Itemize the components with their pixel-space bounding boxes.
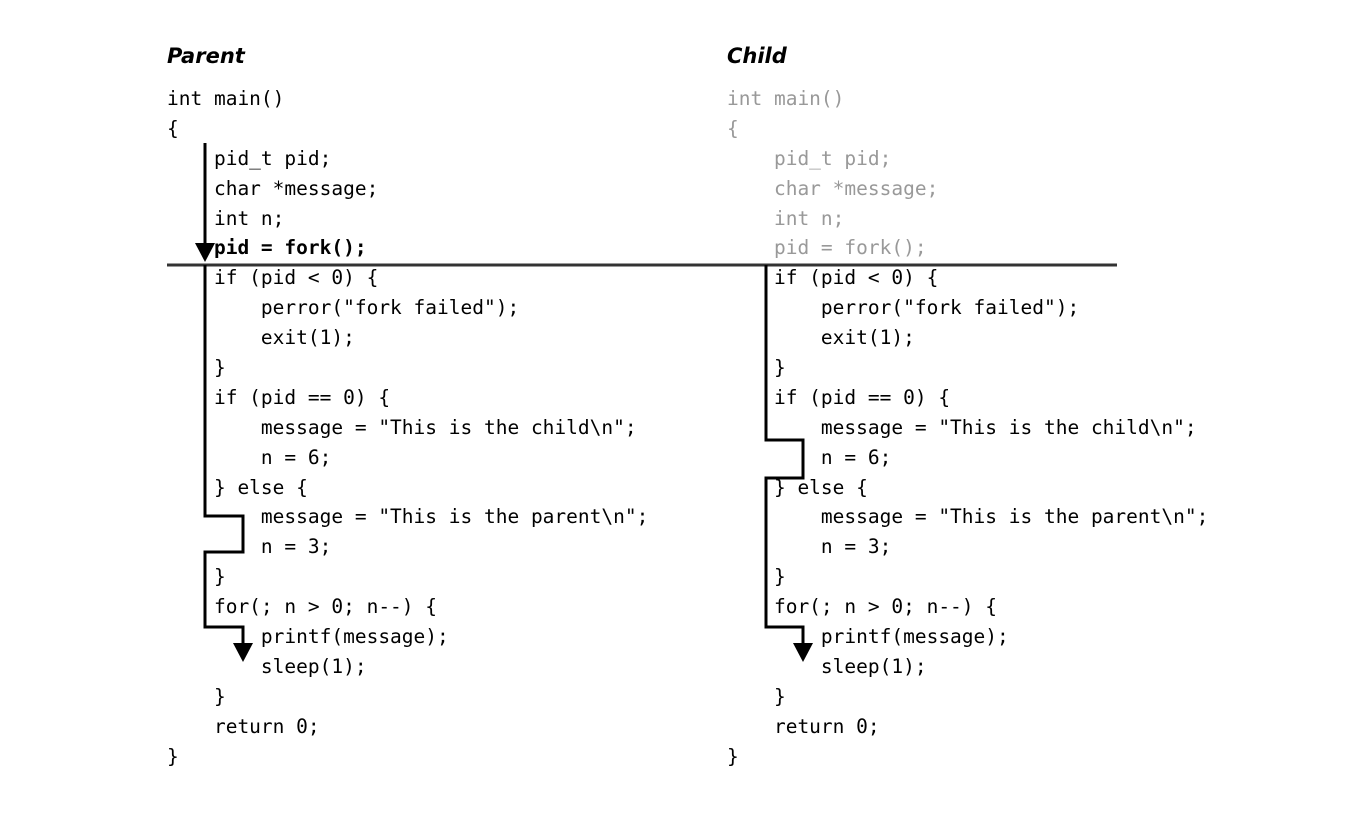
parent-code-line: } else {	[167, 475, 308, 499]
parent-code-line: pid_t pid;	[167, 146, 332, 170]
parent-code-line: if (pid == 0) {	[167, 385, 391, 409]
parent-title: Parent	[167, 44, 245, 68]
parent-code-line: message = "This is the parent\n";	[167, 505, 649, 529]
child-code-line: n = 3;	[727, 535, 892, 559]
parent-code-line: pid = fork();	[167, 236, 367, 260]
child-code-line: int n;	[727, 206, 845, 230]
child-code-line: pid_t pid;	[727, 146, 892, 170]
parent-code-line: }	[167, 565, 226, 589]
parent-code-line: int main()	[167, 87, 285, 110]
child-end-arrowhead	[793, 643, 813, 662]
parent-code-line: exit(1);	[167, 326, 355, 350]
parent-code-line: }	[167, 356, 226, 380]
child-code-line: char *message;	[727, 176, 939, 200]
parent-code-line: int n;	[167, 206, 285, 230]
child-code-line: }	[727, 744, 739, 768]
child-code-line: for(; n > 0; n--) {	[727, 595, 998, 619]
child-code-line: {	[727, 116, 739, 140]
child-code-line: }	[727, 565, 786, 589]
child-code-line: return 0;	[727, 714, 880, 738]
parent-code-line: if (pid < 0) {	[167, 266, 379, 290]
child-code-line: message = "This is the child\n";	[727, 415, 1197, 439]
parent-code-line: printf(message);	[167, 625, 449, 649]
child-code-line: message = "This is the parent\n";	[727, 505, 1209, 529]
parent-code-line: }	[167, 684, 226, 708]
parent-code-line: {	[167, 116, 179, 140]
child-postfork-flow-path	[764, 265, 805, 646]
parent-code-line: n = 6;	[167, 445, 332, 469]
child-code-line: if (pid == 0) {	[727, 385, 951, 409]
parent-end-arrowhead	[233, 643, 253, 662]
child-code-line: printf(message);	[727, 625, 1009, 649]
parent-code-line: perror("fork failed");	[167, 296, 520, 320]
child-code-line: sleep(1);	[727, 654, 927, 678]
child-code-line: }	[727, 356, 786, 380]
parent-postfork-flow-path	[203, 265, 245, 646]
child-code-line: exit(1);	[727, 326, 915, 350]
child-code-line: perror("fork failed");	[727, 296, 1080, 320]
child-code-line: } else {	[727, 475, 868, 499]
child-code-line: if (pid < 0) {	[727, 266, 939, 290]
parent-code-listing: int main() { pid_t pid; char *message; in…	[167, 84, 648, 771]
parent-code-line: return 0;	[167, 714, 320, 738]
child-code-line: n = 6;	[727, 445, 892, 469]
parent-code-line: char *message;	[167, 176, 379, 200]
parent-prefork-arrowhead	[195, 243, 215, 262]
child-title: Child	[727, 44, 787, 68]
parent-code-line: message = "This is the child\n";	[167, 415, 637, 439]
child-code-line: }	[727, 684, 786, 708]
child-code-line: pid = fork();	[727, 236, 927, 260]
parent-code-line: }	[167, 744, 179, 768]
child-code-line: int main()	[727, 87, 845, 110]
parent-code-line: n = 3;	[167, 535, 332, 559]
parent-code-line: sleep(1);	[167, 654, 367, 678]
child-code-listing: int main() { pid_t pid; char *message; in…	[727, 84, 1208, 771]
parent-code-line: for(; n > 0; n--) {	[167, 595, 438, 619]
